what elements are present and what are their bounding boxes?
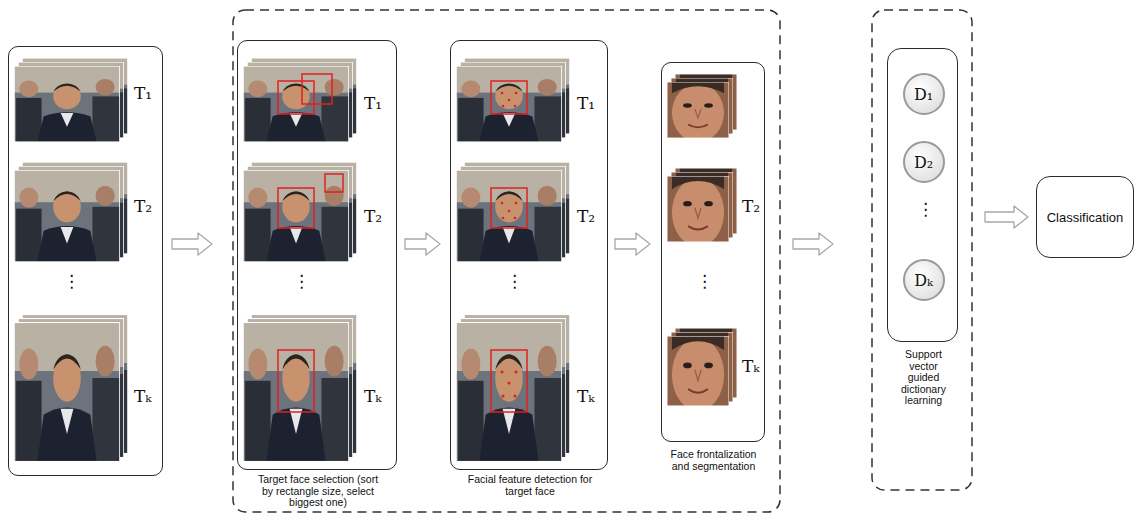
dictionary-box: D₁D₂Dₖ⋮Support vector guided dictionary … (887, 48, 958, 342)
flow-arrow (405, 233, 440, 255)
track-label: T₁ (134, 83, 152, 103)
ellipsis-mark: ⋮ (63, 271, 80, 291)
stage-caption: Face frontalization and segmentation (661, 449, 766, 472)
track-label: T₂ (364, 206, 382, 226)
selection-box: T₁T₂⋮TₖTarget face selection (sort by re… (237, 40, 397, 470)
track-label: T₂ (742, 196, 760, 216)
input-image-box: T₁ T₂ ⋮ Tₖ (8, 46, 163, 476)
flow-arrow (793, 233, 833, 255)
ellipsis-mark: ⋮ (696, 271, 713, 291)
dictionary-atom-label: D₁ (914, 85, 933, 104)
track-label: Tₖ (134, 386, 152, 406)
dictionary-circle: D₁ (903, 73, 945, 115)
track-label: T₂ (134, 196, 152, 216)
frontalization-box: T₂⋮TₖFace frontalization and segmentatio… (661, 62, 765, 442)
dictionary-atom-label: D₂ (914, 153, 933, 172)
track-label: T₂ (577, 206, 595, 226)
flow-arrow (985, 206, 1028, 228)
dictionary-circle: Dₖ (903, 259, 945, 301)
track-label: Tₖ (742, 356, 760, 376)
detection-box: T₁T₂⋮TₖFacial feature detection for targ… (450, 40, 608, 470)
track-label: Tₖ (364, 386, 382, 406)
stage-caption: Facial feature detection for target face (465, 474, 595, 497)
stage-caption: Support vector guided dictionary learnin… (893, 349, 955, 407)
track-label: T₁ (364, 93, 382, 113)
dictionary-atom-label: Dₖ (914, 271, 933, 290)
dictionary-circle: D₂ (903, 141, 945, 183)
classification-box: Classification (1036, 176, 1134, 258)
ellipsis-mark: ⋮ (293, 271, 310, 291)
stage-caption: Target face selection (sort by rectangle… (253, 474, 383, 509)
ellipsis-mark: ⋮ (917, 199, 934, 219)
box-label: Classification (1047, 210, 1124, 225)
flow-arrow (615, 233, 650, 255)
track-label: T₁ (577, 93, 595, 113)
ellipsis-mark: ⋮ (506, 271, 523, 291)
track-label: Tₖ (577, 386, 595, 406)
flow-arrow (172, 233, 212, 255)
